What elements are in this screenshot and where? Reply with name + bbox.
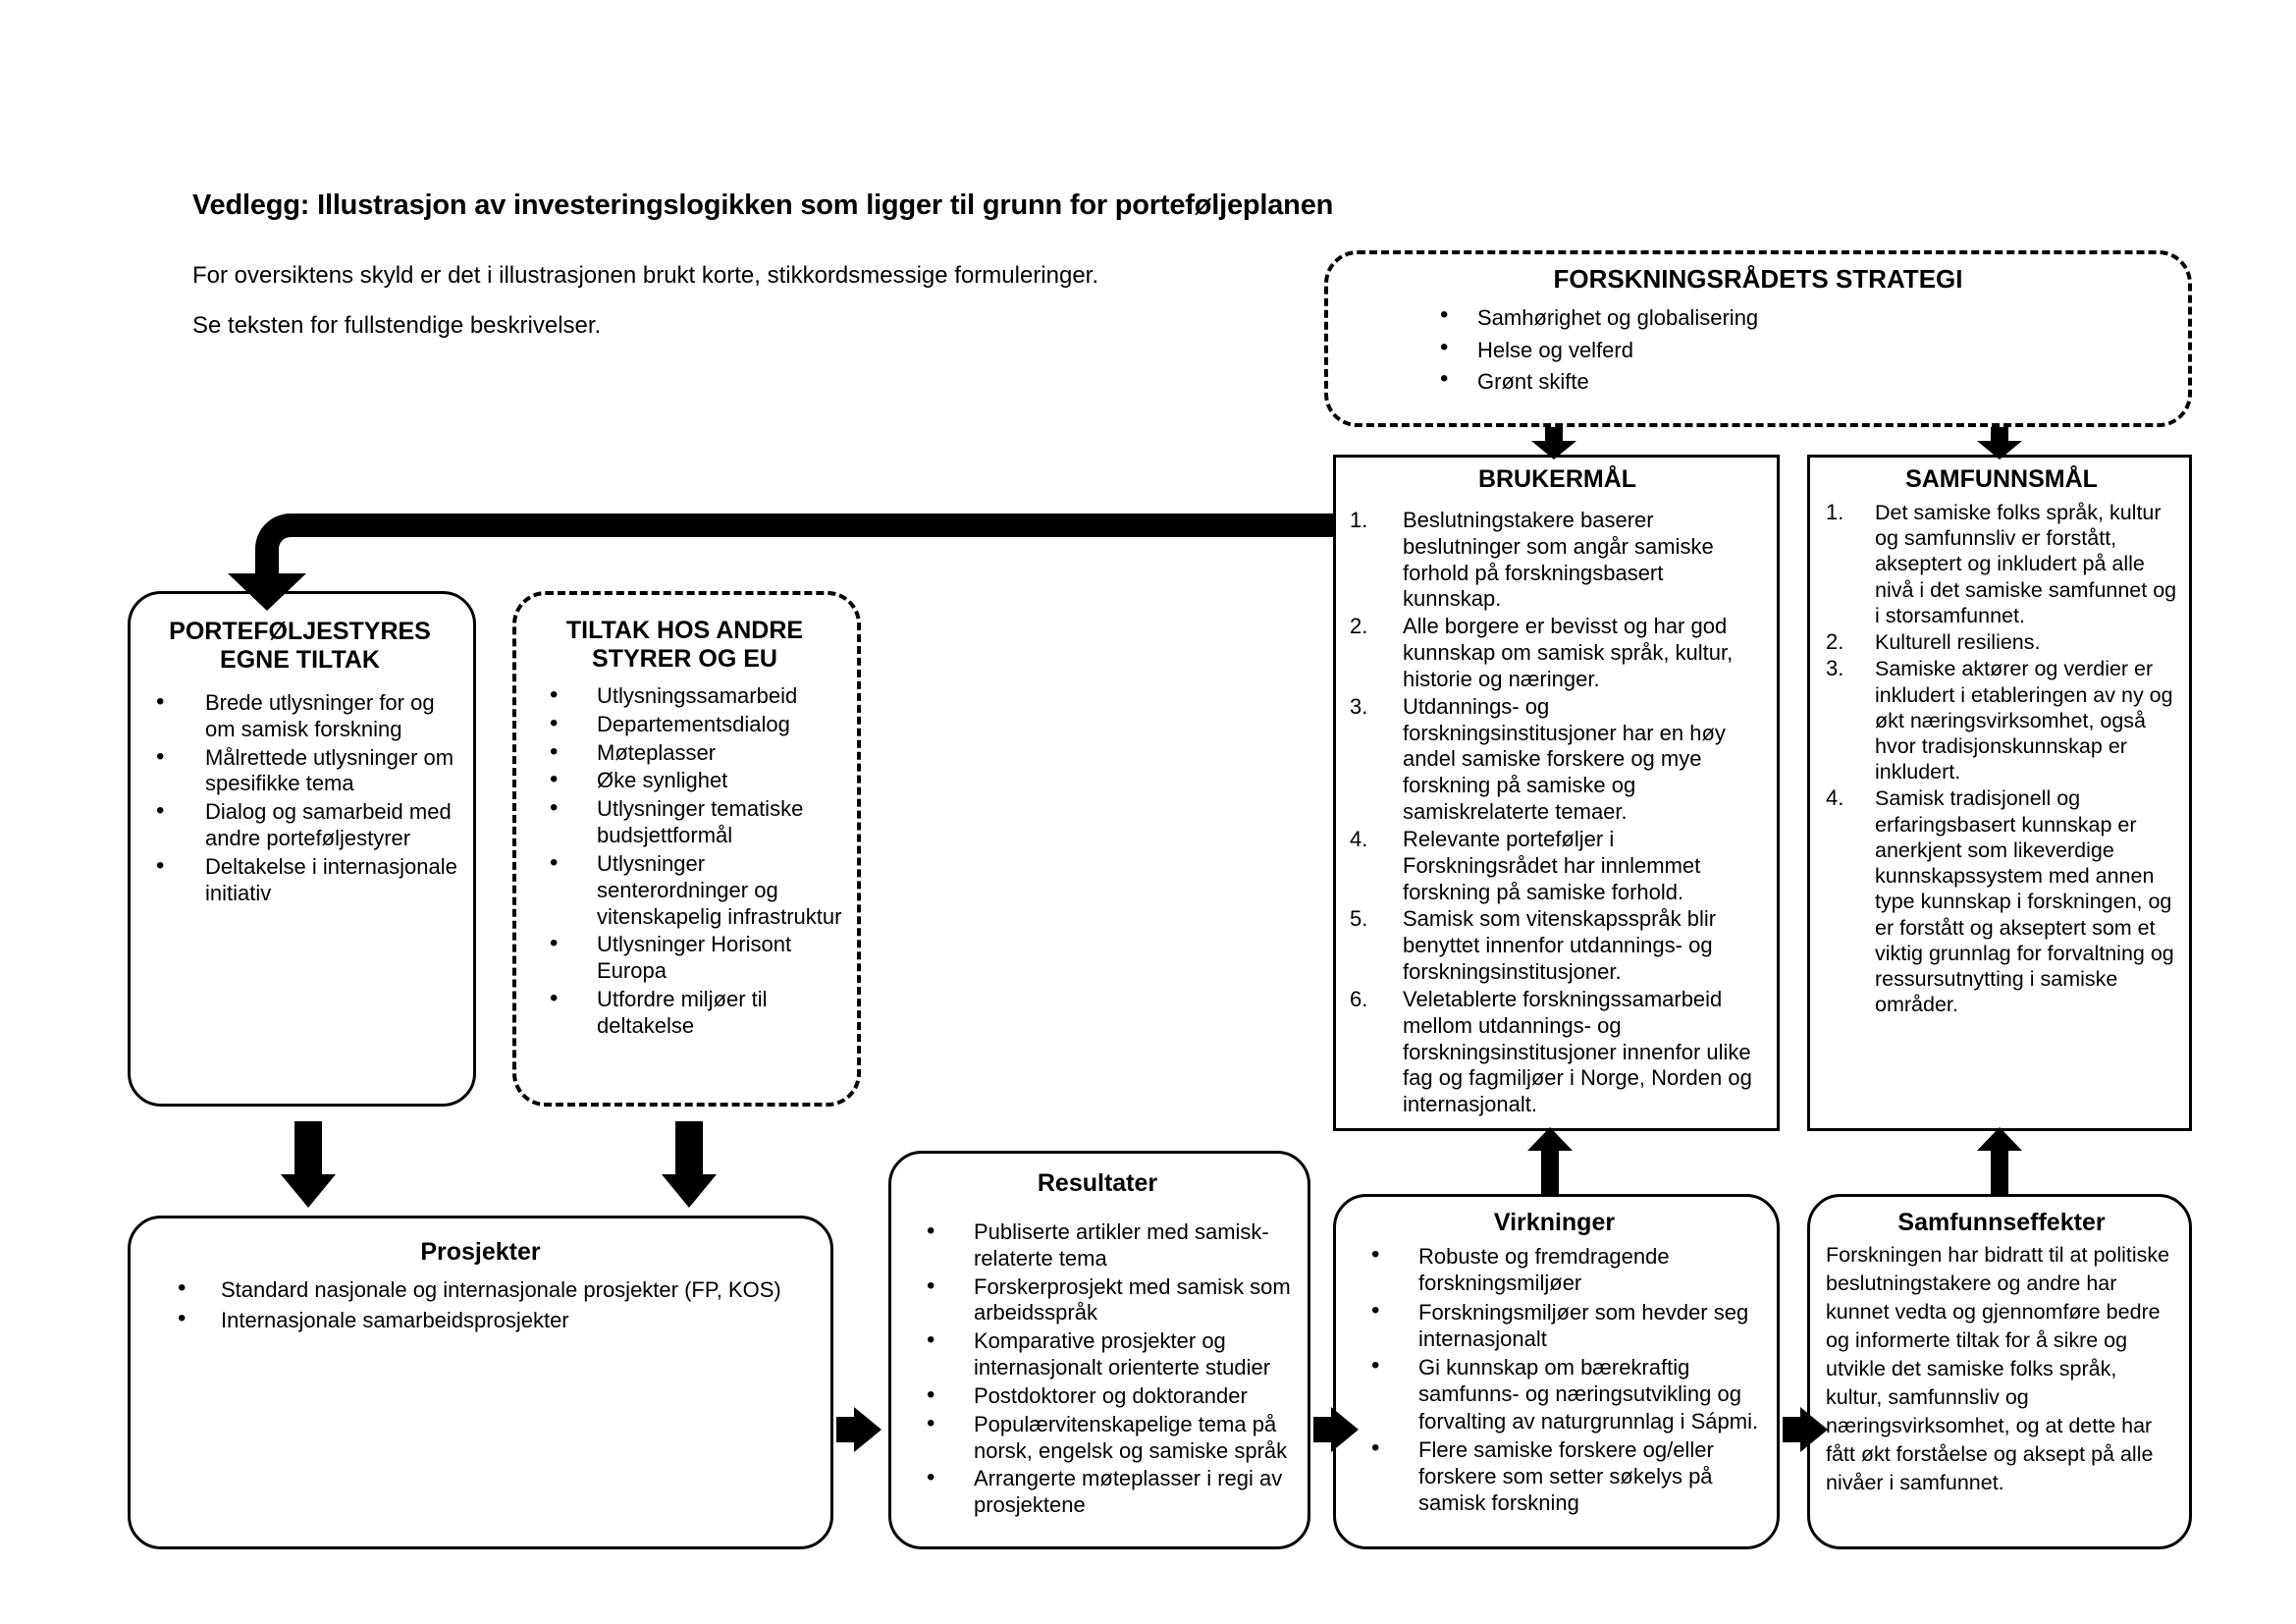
list-number: 3. (1350, 693, 1368, 719)
strategy-box-list: Samhørighet og globalisering Helse og ve… (1426, 301, 2188, 397)
list-text: Kulturell resiliens. (1875, 630, 2041, 655)
virkninger-box: Virkninger Robuste og fremdragende forsk… (1333, 1194, 1780, 1549)
list-item: 1. Beslutningstakere baserer beslutninger… (1350, 508, 1765, 613)
list-item: Departementsdialog (520, 710, 849, 738)
list-number: 2. (1350, 614, 1368, 639)
list-number: 2. (1826, 629, 1844, 655)
list-item: 1. Det samiske folks språk, kultur og sam… (1826, 500, 2177, 628)
list-item: Grønt skifte (1426, 365, 2188, 397)
samfunnseffekter-box: Samfunnseffekter Forskningen har bidratt… (1807, 1194, 2192, 1549)
arrow-samfunnseffekter-to-samfunnsmal-icon (1977, 1127, 2022, 1196)
list-item: Standard nasjonale og internasjonale pro… (140, 1274, 821, 1305)
list-item: Helse og velferd (1426, 333, 2188, 365)
samfunnsmal-box-list: 1. Det samiske folks språk, kultur og sam… (1826, 500, 2177, 1017)
virkninger-box-list: Robuste og fremdragende forskningsmiljøe… (1342, 1241, 1767, 1517)
strategy-box-title: FORSKNINGSRÅDETS STRATEGI (1553, 264, 1963, 294)
resultater-box-list: Publiserte artikler med samisk-relaterte… (897, 1218, 1298, 1519)
list-text: Relevante porteføljer i Forskningsrådet … (1403, 826, 1701, 904)
portefolje-box: PORTEFØLJESTYRES EGNE TILTAK Brede utlys… (128, 591, 476, 1107)
list-item: Utlysninger tematiske budsjettformål (520, 794, 849, 849)
tiltak-box-title-line-2: STYRER OG EU (592, 645, 777, 673)
list-item: Flere samiske forskere og/eller forskere… (1342, 1435, 1767, 1517)
arrow-virkninger-to-brukermal-icon (1527, 1127, 1573, 1196)
list-item: Brede utlysninger for og om samisk forsk… (134, 688, 465, 743)
samfunnsmal-box: SAMFUNNSMÅL 1. Det samiske folks språk, k… (1807, 455, 2192, 1131)
strategy-box: FORSKNINGSRÅDETS STRATEGI Samhørighet og… (1324, 250, 2192, 427)
list-item: Forskerprosjekt med samisk som arbeidssp… (897, 1272, 1298, 1327)
list-item: 4. Samisk tradisjonell og erfaringsbasert… (1826, 785, 2177, 1017)
list-item: Postdoktorer og doktorander (897, 1381, 1298, 1410)
list-item: Publiserte artikler med samisk-relaterte… (897, 1218, 1298, 1272)
prosjekter-box: Prosjekter Standard nasjonale og interna… (128, 1216, 833, 1549)
list-text: Utdannings- og forskningsinstitusjoner h… (1403, 693, 1726, 825)
list-item: Målrettede utlysninger om spesifikke tem… (134, 743, 465, 798)
brukermal-box: BRUKERMÅL 1. Beslutningstakere baserer be… (1333, 455, 1780, 1131)
list-item: Internasjonale samarbeidsprosjekter (140, 1305, 821, 1335)
list-number: 3. (1826, 656, 1844, 681)
list-item: 2. Kulturell resiliens. (1826, 629, 2177, 655)
prosjekter-box-list: Standard nasjonale og internasjonale pro… (140, 1274, 821, 1335)
intro-text-line-2: Se teksten for fullstendige beskrivelser… (192, 312, 602, 339)
list-item: Utlysninger senterordninger og vitenskap… (520, 849, 849, 930)
portefolje-box-title-line-2: EGNE TILTAK (220, 646, 380, 674)
list-text: Alle borgere er bevisst og har god kunns… (1403, 614, 1734, 691)
list-item: 3. Samiske aktører og verdier er inkluder… (1826, 656, 2177, 785)
list-item: Deltakelse i internasjonale initiativ (134, 852, 465, 907)
virkninger-box-title: Virkninger (1493, 1209, 1616, 1236)
list-item: Øke synlighet (520, 766, 849, 794)
list-item: Komparative prosjekter og internasjonalt… (897, 1326, 1298, 1381)
resultater-box-title: Resultater (1037, 1169, 1158, 1197)
brukermal-box-list: 1. Beslutningstakere baserer beslutninger… (1350, 508, 1765, 1118)
list-text: Veletablerte forskningssamarbeid mellom … (1403, 986, 1752, 1117)
list-item: Møteplasser (520, 738, 849, 767)
resultater-box: Resultater Publiserte artikler med samis… (888, 1151, 1310, 1549)
portefolje-box-title: PORTEFØLJESTYRES EGNE TILTAK (134, 618, 465, 675)
list-item: Gi kunnskap om bærekraftig samfunns- og … (1342, 1352, 1767, 1435)
list-number: 4. (1826, 785, 1844, 811)
list-item: Arrangerte møteplasser i regi av prosjek… (897, 1464, 1298, 1519)
arrow-prosjekter-to-resultater-icon (836, 1407, 881, 1452)
portefolje-box-list: Brede utlysninger for og om samisk forsk… (134, 688, 465, 907)
portefolje-box-title-line-1: PORTEFØLJESTYRES (169, 618, 431, 645)
tiltak-box-title-line-1: TILTAK HOS ANDRE (565, 617, 804, 644)
list-text: Samiske aktører og verdier er inkludert … (1875, 657, 2173, 785)
samfunnseffekter-box-body: Forskningen har bidratt til at politiske… (1826, 1243, 2170, 1495)
list-item: 3. Utdannings- og forskningsinstitusjoner… (1350, 694, 1765, 826)
tiltak-box-list: Utlysningssamarbeid Departementsdialog M… (520, 681, 849, 1040)
arrow-tiltak-to-prosjekter-icon (662, 1121, 717, 1208)
list-item: Utlysningssamarbeid (520, 681, 849, 710)
prosjekter-box-title: Prosjekter (420, 1238, 541, 1266)
brukermal-box-title: BRUKERMÅL (1477, 465, 1637, 493)
list-number: 1. (1350, 508, 1368, 532)
list-item: 6. Veletablerte forskningssamarbeid mello… (1350, 987, 1765, 1118)
list-text: Samisk tradisjonell og erfaringsbasert k… (1875, 786, 2174, 1017)
tiltak-box-title: TILTAK HOS ANDRE STYRER OG EU (520, 617, 849, 674)
list-item: 2. Alle borgere er bevisst og har god kun… (1350, 614, 1765, 692)
list-item: Samhørighet og globalisering (1426, 301, 2188, 333)
tiltak-box: TILTAK HOS ANDRE STYRER OG EU Utlysnings… (512, 591, 861, 1107)
list-text: Det samiske folks språk, kultur og samfu… (1875, 501, 2177, 627)
list-number: 5. (1350, 906, 1368, 932)
page-title: Vedlegg: Illustrasjon av investeringslog… (192, 189, 1334, 221)
list-item: 5. Samisk som vitenskapsspråk blir benytt… (1350, 906, 1765, 985)
list-number: 6. (1350, 986, 1368, 1011)
list-item: 4. Relevante porteføljer i Forskningsråde… (1350, 827, 1765, 905)
intro-text-line-1: For oversiktens skyld er det i illustras… (192, 262, 1099, 289)
arrow-portefolje-to-prosjekter-icon (281, 1121, 336, 1208)
list-number: 1. (1826, 500, 1844, 524)
list-text: Samisk som vitenskapsspråk blir benyttet… (1403, 906, 1717, 985)
samfunnseffekter-box-title: Samfunnseffekter (1897, 1209, 2106, 1236)
list-number: 4. (1350, 826, 1368, 851)
list-item: Robuste og fremdragende forskningsmiljøe… (1342, 1241, 1767, 1297)
list-item: Forskningsmiljøer som hevder seg interna… (1342, 1297, 1767, 1353)
list-item: Populærvitenskapelige tema på norsk, eng… (897, 1410, 1298, 1465)
list-item: Dialog og samarbeid med andre portefølje… (134, 797, 465, 852)
list-text: Beslutningstakere baserer beslutninger s… (1403, 508, 1714, 612)
list-item: Utfordre miljøer til deltakelse (520, 985, 849, 1040)
samfunnsmal-box-title: SAMFUNNSMÅL (1905, 465, 2098, 493)
list-item: Utlysninger Horisont Europa (520, 930, 849, 985)
